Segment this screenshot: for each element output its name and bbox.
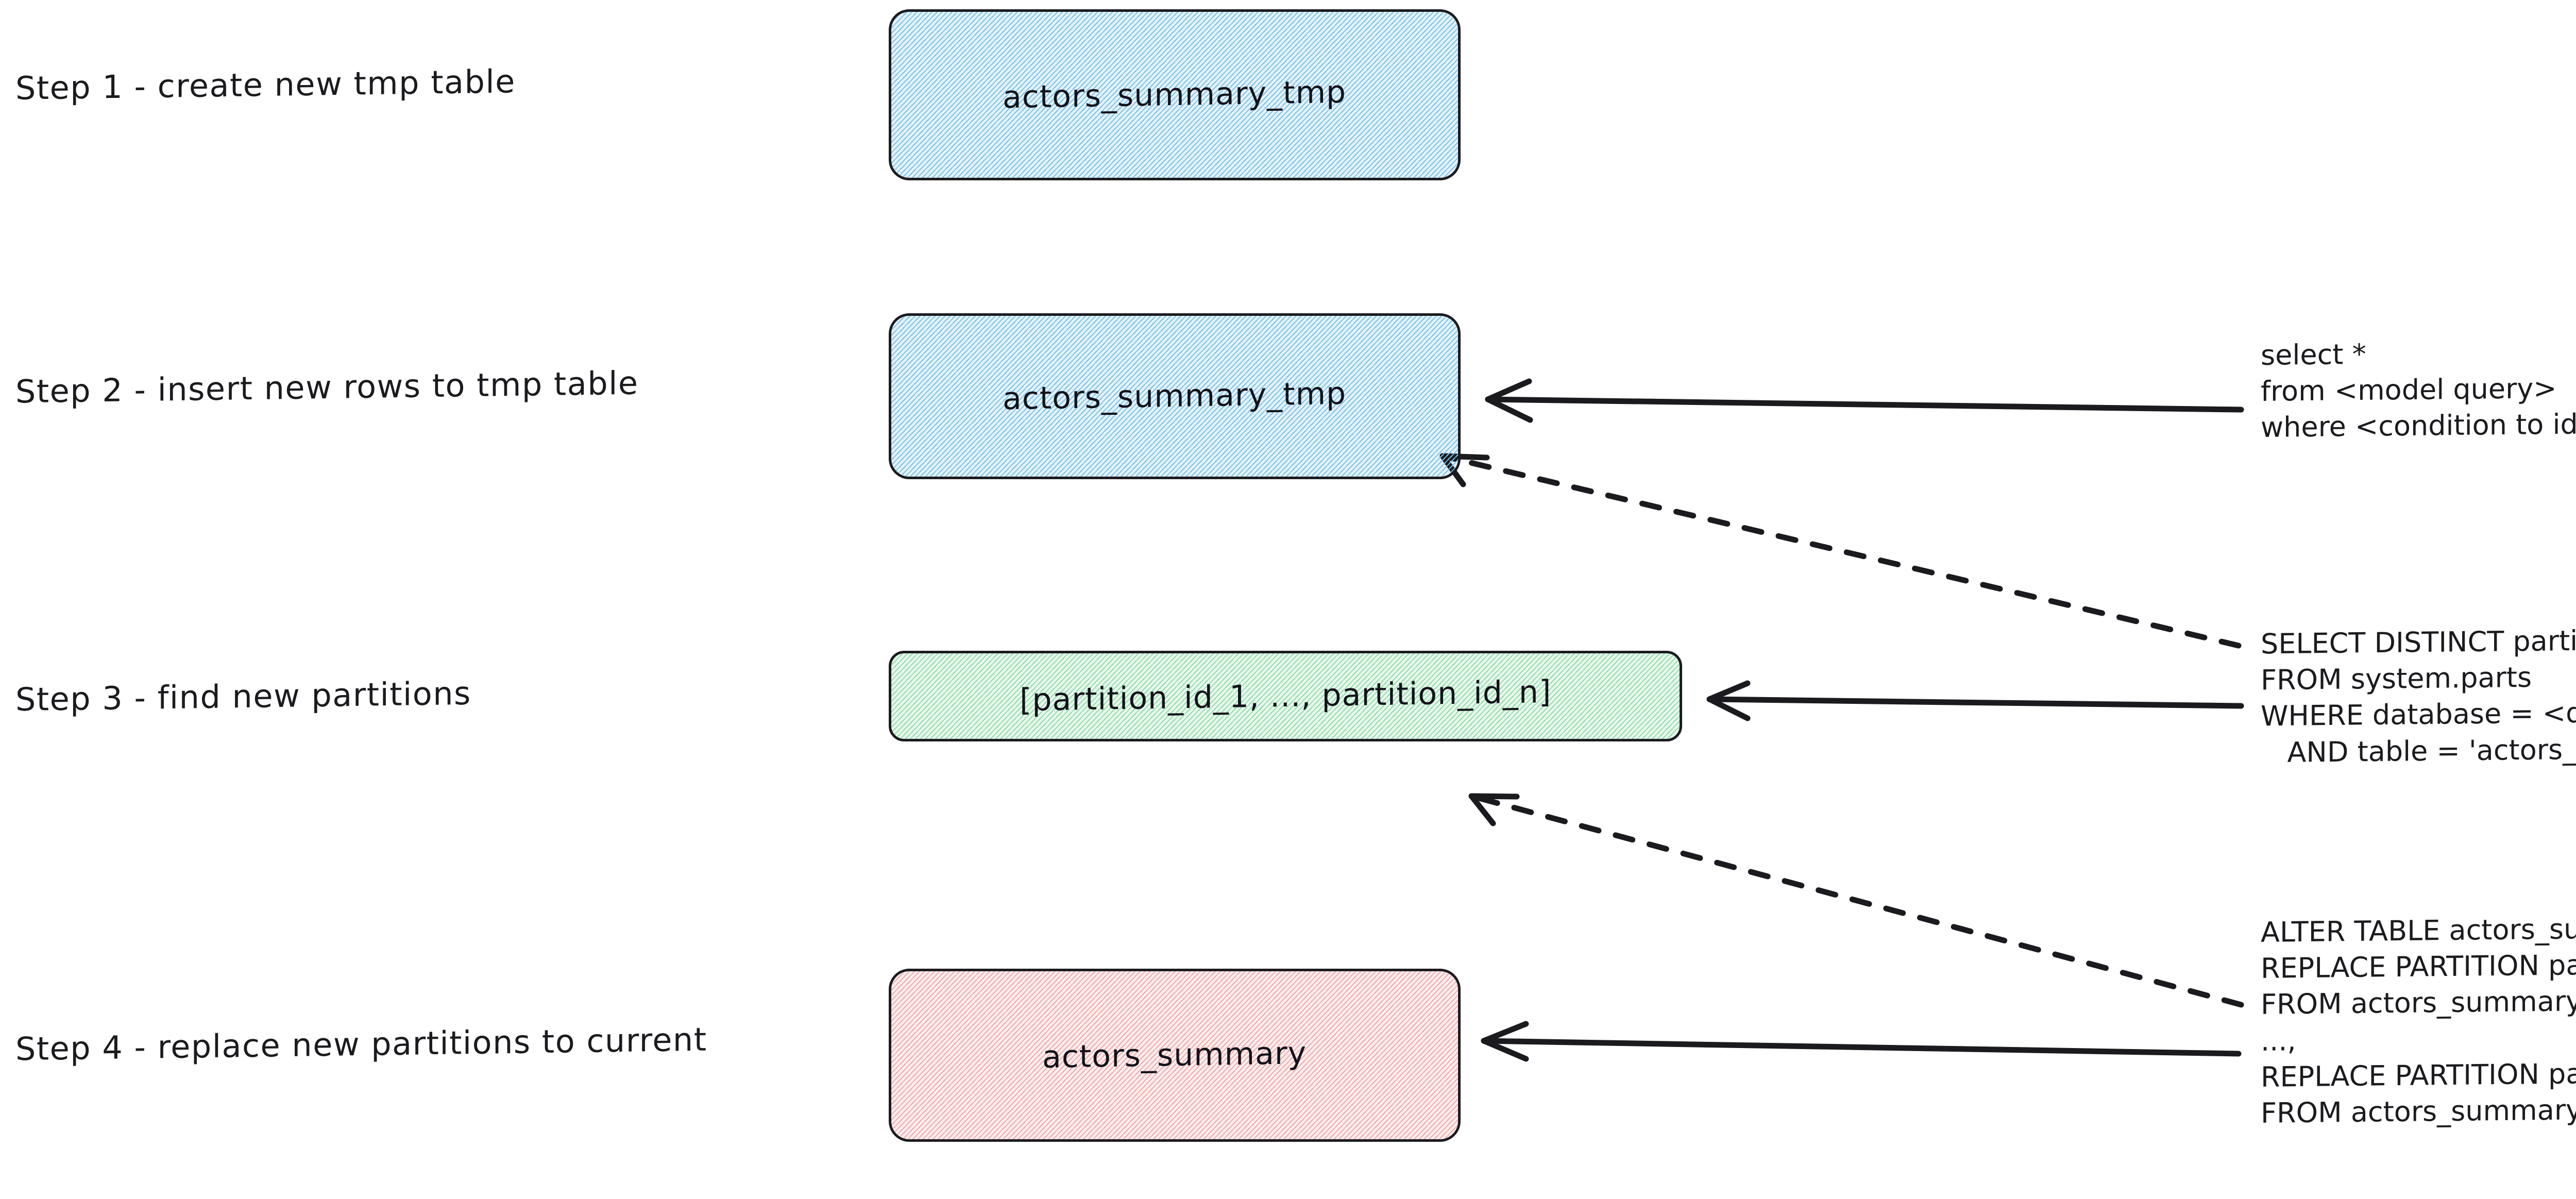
step-2-label: Step 2 - insert new rows to tmp table — [15, 364, 639, 411]
node-tmp-table-step2[interactable]: actors_summary_tmp — [889, 313, 1461, 479]
connector-replace-query-to-target-table — [1481, 1021, 2242, 1062]
hatch-pattern-blue-1 — [891, 12, 1458, 178]
replace-query-text: ALTER TABLE actors_summary REPLACE PARTI… — [2261, 911, 2576, 1129]
connector-partitions-list-to-replace-query — [1468, 793, 2244, 1008]
node-partitions-list[interactable]: [partition_id_1, ..., partition_id_n] — [889, 651, 1682, 741]
node-tmp-table-step1-label: actors_summary_tmp — [1003, 74, 1347, 116]
hatch-pattern-pink — [891, 971, 1458, 1139]
node-tmp-table-step2-label: actors_summary_tmp — [1003, 375, 1347, 417]
node-target-table-label: actors_summary — [1042, 1035, 1307, 1076]
hatch-pattern-blue-2 — [891, 316, 1458, 477]
partitions-query-text: SELECT DISTINCT partition_id FROM system… — [2261, 623, 2576, 769]
step-3-label: Step 3 - find new partitions — [15, 674, 471, 719]
step-4-label: Step 4 - replace new partitions to curre… — [15, 1020, 707, 1068]
connector-insert-query-to-tmp-table — [1485, 378, 2244, 423]
hatch-pattern-green — [891, 653, 1680, 739]
node-target-table[interactable]: actors_summary — [889, 969, 1461, 1142]
node-tmp-table-step1[interactable]: actors_summary_tmp — [889, 9, 1461, 180]
connector-partitions-query-to-partitions-list — [1706, 680, 2244, 721]
step-1-label: Step 1 - create new tmp table — [15, 62, 516, 107]
insert-query-text: select * from <model query> where <condi… — [2261, 337, 2576, 444]
connector-tmp-table-to-partitions-query — [1439, 453, 2242, 649]
